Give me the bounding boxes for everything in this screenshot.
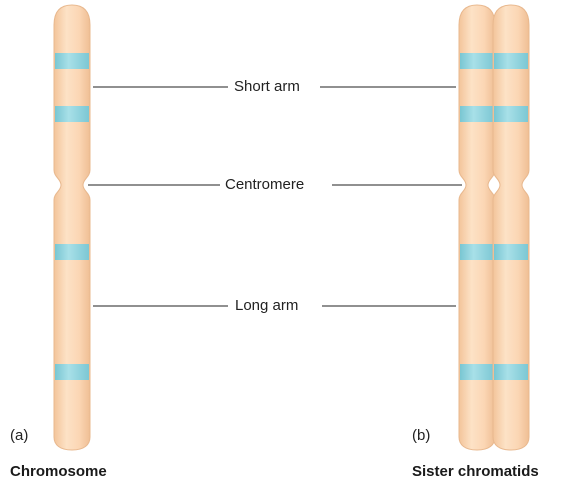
panel-b-letter: (b) bbox=[412, 428, 430, 443]
panel-a-letter: (a) bbox=[10, 428, 28, 443]
panel-a-caption: Chromosome bbox=[10, 464, 107, 479]
long-arm-label: Long arm bbox=[235, 298, 298, 313]
band bbox=[460, 244, 494, 260]
band bbox=[494, 364, 528, 380]
band bbox=[494, 106, 528, 122]
band bbox=[460, 364, 494, 380]
band bbox=[55, 244, 89, 260]
band bbox=[55, 106, 89, 122]
short-arm-label: Short arm bbox=[234, 79, 300, 94]
sister-chromatid-right-body bbox=[493, 5, 529, 450]
centromere-label: Centromere bbox=[225, 177, 304, 192]
band bbox=[460, 106, 494, 122]
band bbox=[494, 53, 528, 69]
band bbox=[460, 53, 494, 69]
band bbox=[55, 364, 89, 380]
sister-chromatid-left bbox=[459, 5, 495, 450]
band bbox=[55, 53, 89, 69]
sister-chromatid-right bbox=[493, 5, 529, 450]
chromosome-a bbox=[54, 5, 90, 450]
chromosome-a-body bbox=[54, 5, 90, 450]
panel-b-caption: Sister chromatids bbox=[412, 464, 539, 479]
sister-chromatid-left-body bbox=[459, 5, 495, 450]
band bbox=[494, 244, 528, 260]
